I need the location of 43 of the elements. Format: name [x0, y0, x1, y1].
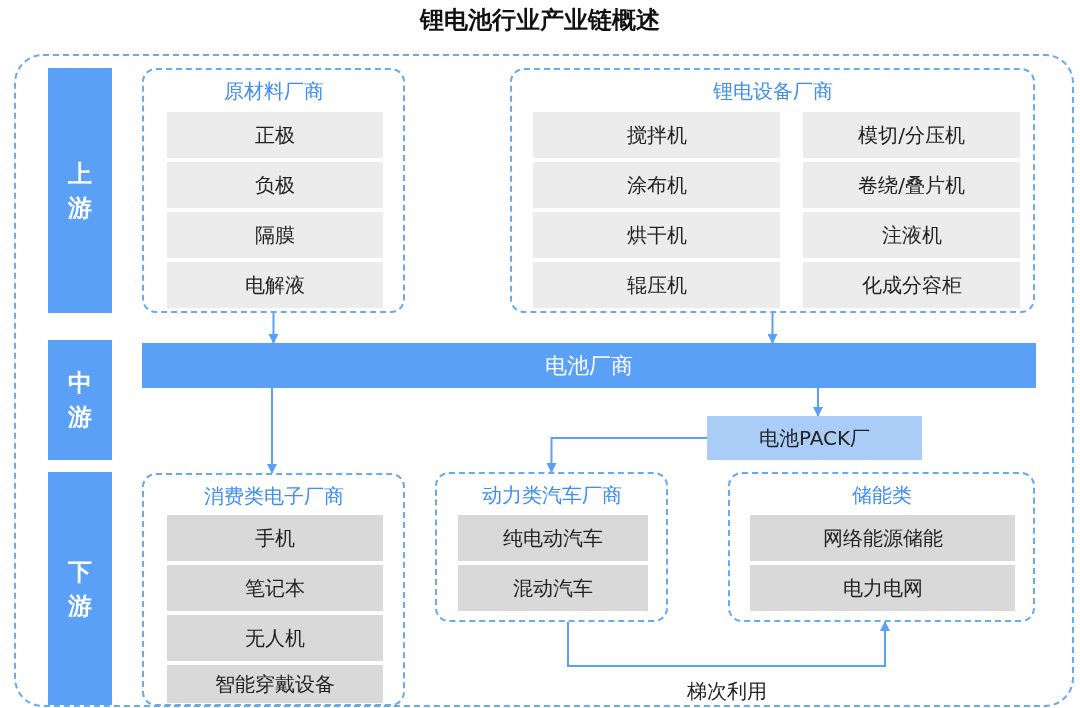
item-box: 正极 [167, 112, 383, 158]
item-box: 化成分容柜 [803, 262, 1020, 308]
arrow [813, 387, 823, 417]
group-box [728, 472, 1035, 622]
item-box: 笔记本 [167, 565, 383, 611]
item-box: 混动汽车 [458, 565, 648, 611]
group-heading: 储能类 [850, 482, 913, 509]
stage-band: 中游 [48, 340, 112, 460]
arrow [767, 312, 778, 344]
item-box: 网络能源储能 [750, 515, 1015, 561]
item-box: 辊压机 [533, 262, 780, 308]
item-box: 搅拌机 [533, 112, 780, 158]
group-box [142, 473, 405, 706]
item-box: 纯电动汽车 [458, 515, 648, 561]
group-heading: 锂电设备厂商 [711, 78, 834, 105]
item-box: 烘干机 [533, 212, 780, 258]
group-heading: 原材料厂商 [222, 78, 325, 105]
group-heading: 消费类电子厂商 [202, 483, 345, 510]
stage-band: 上游 [48, 68, 112, 313]
arrow [546, 437, 708, 473]
item-box: 电力电网 [750, 565, 1015, 611]
item-box: 卷绕/叠片机 [803, 162, 1020, 208]
group-box [435, 472, 668, 622]
item-box: 手机 [167, 515, 383, 561]
item-box: 无人机 [167, 615, 383, 661]
process-bar: 电池厂商 [142, 343, 1036, 388]
group-box [510, 68, 1035, 313]
process-box: 电池PACK厂 [707, 416, 922, 460]
title: 锂电池行业产业链概述 [418, 5, 661, 36]
arrow [267, 387, 277, 474]
edge-label: 梯次利用 [685, 678, 768, 705]
item-box: 智能穿戴设备 [167, 665, 383, 703]
item-box: 模切/分压机 [803, 112, 1020, 158]
item-box: 电解液 [167, 262, 383, 308]
stage-band: 下游 [48, 472, 112, 705]
item-box: 涂布机 [533, 162, 780, 208]
item-box: 负极 [167, 162, 383, 208]
item-box: 隔膜 [167, 212, 383, 258]
item-box: 注液机 [803, 212, 1020, 258]
arrow [268, 312, 279, 344]
group-heading: 动力类汽车厂商 [480, 482, 623, 509]
group-box [142, 68, 405, 313]
arrow [567, 621, 890, 667]
